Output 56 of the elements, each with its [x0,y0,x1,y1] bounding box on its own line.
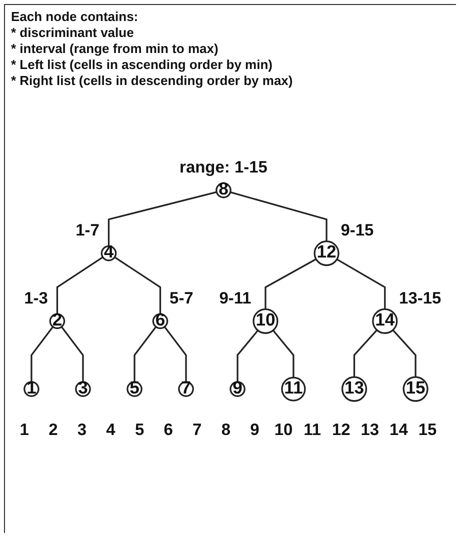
range-label: range: 1-15 [180,158,268,177]
bullet-note: * Right list (cells in descending order by max) [11,73,294,89]
range-label: 5-7 [170,290,194,308]
tree-node-circle: 2 [49,311,66,330]
tree-node-circle: 15 [402,376,428,402]
bullet-note: * Left list (cells in ascending order by min) [11,57,274,73]
scale-number: 13 [360,421,380,440]
scale-number: 12 [332,421,350,440]
heading-text: Each node contains: [11,9,140,25]
tree-edge-line [336,258,386,310]
tree-node-circle: 8 [216,180,232,200]
tree-node-circle: 9 [230,379,246,398]
range-label: 9-11 [219,290,252,308]
scale-number: 4 [106,421,116,440]
range-label: 9-15 [340,222,374,240]
scale-number: 5 [134,421,144,440]
tree-edge-line [60,326,84,382]
tree-edge-line [114,256,162,314]
range-label: 1-7 [76,222,100,240]
tree-node-circle: 3 [75,379,91,398]
tree-node-circle: 5 [126,379,142,398]
tree-node-circle: 1 [24,379,40,398]
scale-number: 3 [77,421,87,440]
scale-number: 9 [250,421,260,440]
tree-edge-line [392,330,416,378]
tree-edge-line [164,326,187,382]
tree-edge-line [264,258,316,310]
tree-node-circle: 11 [281,376,306,402]
tree-node-circle: 13 [341,376,368,402]
tree-node-circle: 12 [314,240,340,266]
tree-node-circle: 7 [178,379,194,398]
tree-node-circle: 6 [152,311,168,330]
scale-number: 10 [274,421,293,440]
scale-number: 8 [221,421,231,440]
tree-edge-line [353,330,378,378]
tree-node-circle: 10 [252,308,278,334]
range-label: 1-3 [24,290,48,308]
scale-number: 2 [48,421,58,440]
scale-number: 15 [418,421,437,440]
scale-number: 7 [192,421,202,440]
tree-edge-line [108,191,217,246]
tree-edge-line [30,326,54,382]
scale-number: 1 [20,421,29,440]
tree-node-circle: 4 [100,243,117,262]
tree-edge-line [230,191,328,242]
tree-edge-line [56,256,104,314]
scale-number: 6 [164,421,173,440]
tree-edge-line [236,330,259,382]
bullet-note: * interval (range from min to max) [11,41,220,57]
tree-edge-line [272,330,294,378]
tree-edge-line [134,326,157,382]
scale-number: 14 [390,421,408,440]
scale-number: 11 [304,421,322,440]
bullet-note: * discriminant value [11,25,135,41]
tree-node-circle: 14 [372,308,398,334]
range-label: 13-15 [399,290,442,308]
